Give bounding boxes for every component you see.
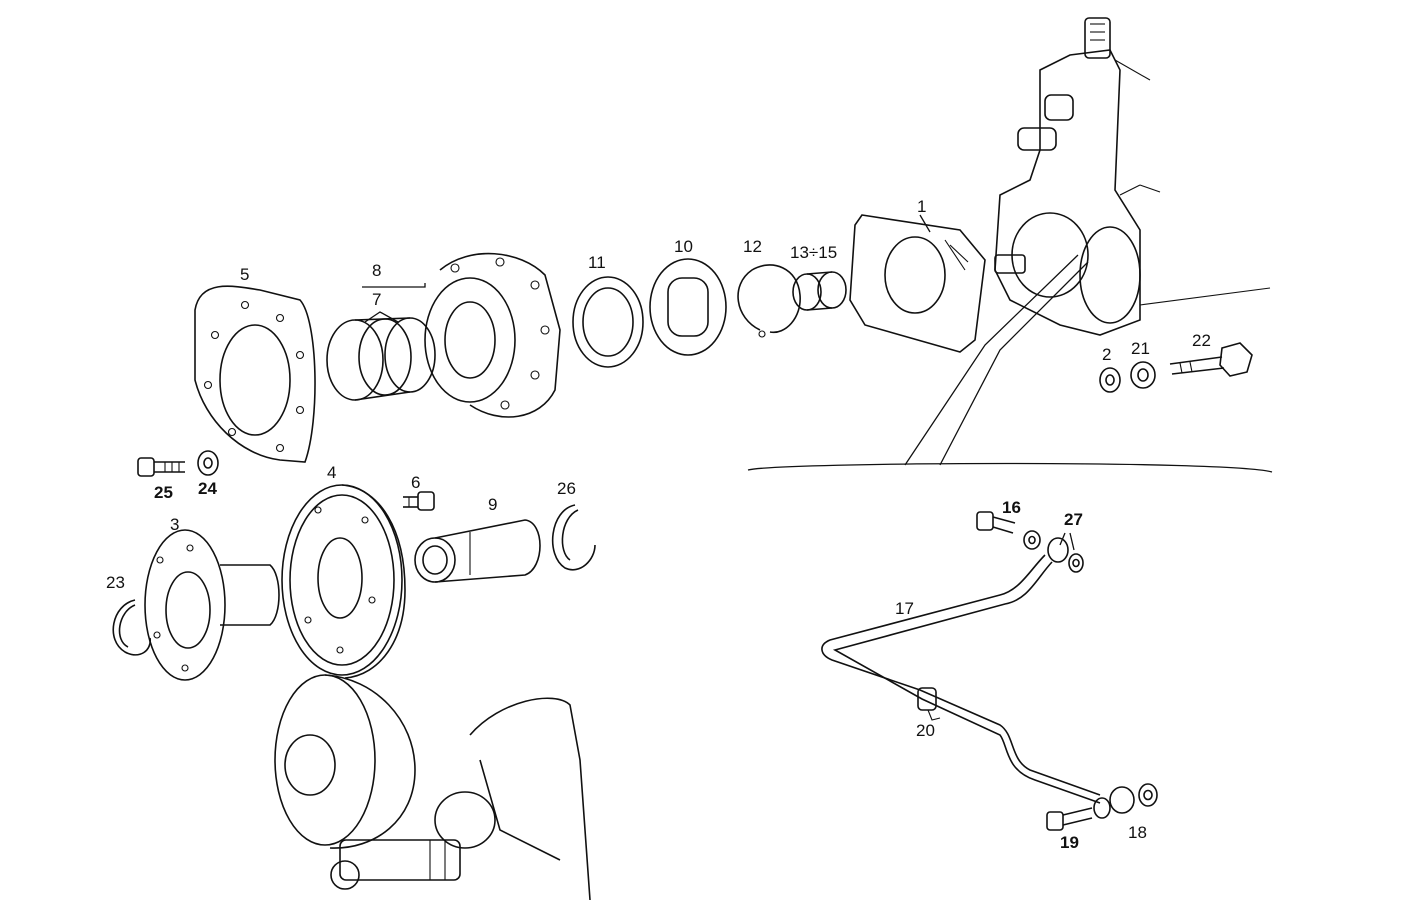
callout-11: 11 bbox=[588, 253, 606, 272]
callout-3: 3 bbox=[170, 515, 179, 534]
part-8-flanged-hub bbox=[424, 252, 561, 418]
part-22-bolt bbox=[1169, 342, 1253, 377]
callout-4: 4 bbox=[327, 463, 336, 482]
pump-housing bbox=[994, 17, 1271, 336]
callout-2: 2 bbox=[1102, 345, 1111, 364]
part-12-circlip bbox=[737, 264, 801, 338]
part-9-splined-sleeve bbox=[414, 519, 541, 583]
callout-1: 1 bbox=[917, 197, 926, 216]
part-18-seal-washers bbox=[1093, 783, 1158, 819]
callout-8: 8 bbox=[372, 261, 381, 280]
callout-6: 6 bbox=[411, 473, 420, 492]
part-10-shim-plate bbox=[649, 258, 727, 356]
lower-gear-shaft-assembly bbox=[274, 674, 591, 901]
callout-24: 24 bbox=[198, 479, 217, 498]
part-27-seal-washers bbox=[1023, 530, 1084, 573]
callout-23: 23 bbox=[106, 573, 125, 592]
part-17-oil-pipe bbox=[821, 554, 1101, 804]
callout-labels: 1 2 3 4 5 6 7 8 9 10 11 12 13÷15 16 17 1… bbox=[106, 197, 1211, 852]
part-11-thrust-washer bbox=[572, 276, 644, 368]
callout-18: 18 bbox=[1128, 823, 1147, 842]
callout-25: 25 bbox=[154, 483, 173, 502]
part-5-flange-plate bbox=[194, 285, 316, 463]
part-21-washer bbox=[1130, 361, 1156, 389]
part-4-gear bbox=[281, 484, 406, 679]
callout-10: 10 bbox=[674, 237, 693, 256]
part-7-bearing-rings bbox=[326, 317, 436, 401]
callout-20: 20 bbox=[916, 721, 935, 740]
part-16-banjo-bolt bbox=[976, 511, 1016, 534]
callout-16: 16 bbox=[1002, 498, 1021, 517]
callout-21: 21 bbox=[1131, 339, 1150, 358]
part-13-15-needle-bearing bbox=[792, 271, 847, 311]
callout-12: 12 bbox=[743, 237, 762, 256]
callout-5: 5 bbox=[240, 265, 249, 284]
callout-17: 17 bbox=[895, 599, 914, 618]
callout-9: 9 bbox=[488, 495, 497, 514]
part-1-gasket-plate bbox=[849, 214, 986, 353]
part-23-snap-ring bbox=[112, 599, 151, 656]
callout-27: 27 bbox=[1064, 510, 1083, 529]
callout-22: 22 bbox=[1192, 331, 1211, 350]
callout-7: 7 bbox=[372, 290, 381, 309]
part-19-banjo-bolt bbox=[1046, 807, 1093, 831]
callout-leaders bbox=[362, 214, 1075, 551]
callout-19: 19 bbox=[1060, 833, 1079, 852]
callout-26: 26 bbox=[557, 479, 576, 498]
detail-leader-lines bbox=[747, 254, 1273, 473]
part-24-washer bbox=[197, 450, 219, 476]
part-6-bolt bbox=[403, 491, 435, 511]
part-3-flanged-sleeve bbox=[144, 529, 280, 681]
part-2-washer bbox=[1099, 367, 1121, 393]
part-26-circlip bbox=[551, 504, 596, 571]
part-20-pipe-clamp bbox=[917, 687, 941, 721]
part-25-bolt bbox=[137, 457, 185, 477]
callout-13-15: 13÷15 bbox=[790, 243, 837, 262]
